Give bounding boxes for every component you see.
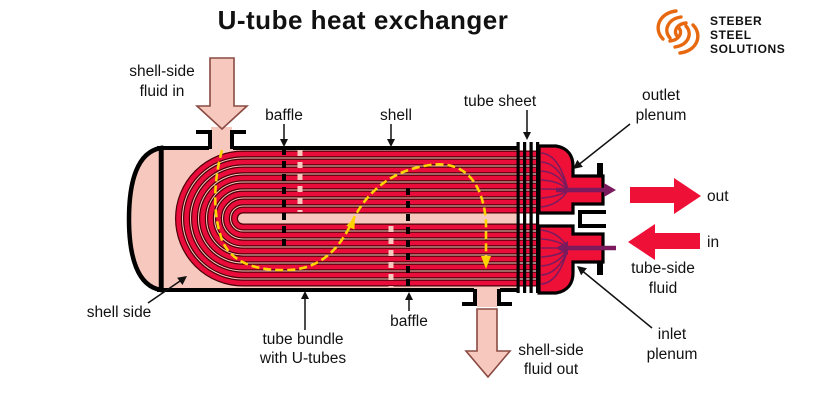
u-tube [184, 159, 539, 278]
label-tube-sheet: tube sheet [464, 93, 537, 110]
label-tube-bundle-1: tube bundle [262, 331, 343, 348]
u-tube [216, 191, 539, 246]
u-tube [200, 175, 539, 262]
company-logo: STEBER STEEL SOLUTIONS [656, 9, 785, 56]
shell-fluid-in-arrow [194, 57, 250, 131]
left-cap [126, 145, 164, 293]
u-tube [224, 199, 539, 238]
label-inlet-plenum-1: inlet [658, 326, 687, 343]
label-shell: shell [380, 107, 412, 124]
label-shell-side-fluid-out-1: shell-side [518, 342, 583, 359]
label-in: in [707, 234, 719, 251]
logo-swirl-icon [656, 9, 700, 55]
label-shell-side: shell side [87, 304, 152, 321]
tube-flow-arrow-out [556, 183, 616, 197]
label-inlet-plenum-2: plenum [647, 346, 698, 363]
label-outlet-plenum-2: plenum [636, 107, 687, 124]
label-shell-side-fluid-out-2: fluid out [524, 361, 579, 378]
label-out: out [707, 188, 729, 205]
shell-flow-path [213, 149, 491, 272]
pointer-arrowheads [177, 132, 587, 300]
u-tube [176, 151, 539, 286]
shell-flow-line [213, 149, 488, 272]
out-arrow [630, 178, 701, 214]
shell-outlet-nozzle [462, 288, 512, 307]
u-tube [192, 167, 539, 270]
in-arrow [628, 224, 700, 260]
logo-text-3: SOLUTIONS [710, 42, 785, 56]
tube-flow-arrow-in [556, 241, 616, 255]
inlet-plenum [537, 224, 605, 295]
shell-inlet-nozzle [196, 127, 246, 149]
tube-bundle [175, 150, 539, 287]
label-outlet-plenum-1: outlet [642, 87, 681, 104]
nozzle-gap-flange [578, 210, 606, 228]
label-tube-bundle-2: with U-tubes [259, 350, 346, 367]
label-shell-side-fluid-in-1: shell-side [129, 63, 194, 80]
label-tube-side-fluid-2: fluid [649, 280, 677, 297]
label-baffle-top: baffle [265, 107, 303, 124]
shell-flow-end-arrowhead [481, 256, 491, 269]
shell-fluid-out-arrow [464, 308, 512, 379]
tube-sheet [516, 142, 540, 293]
diagram-title: U-tube heat exchanger [218, 5, 509, 35]
logo-text-1: STEBER [710, 14, 762, 28]
shell-flow-mid-arrowhead [346, 217, 355, 230]
u-tube [232, 207, 539, 230]
pointer-lines [147, 110, 653, 330]
label-tube-side-fluid-1: tube-side [631, 260, 695, 277]
shell-outline [157, 146, 517, 292]
label-shell-side-fluid-in-2: fluid in [140, 83, 185, 100]
logo-text-2: STEEL [710, 28, 752, 42]
u-tube [208, 183, 539, 254]
label-baffle-bottom: baffle [390, 313, 428, 330]
